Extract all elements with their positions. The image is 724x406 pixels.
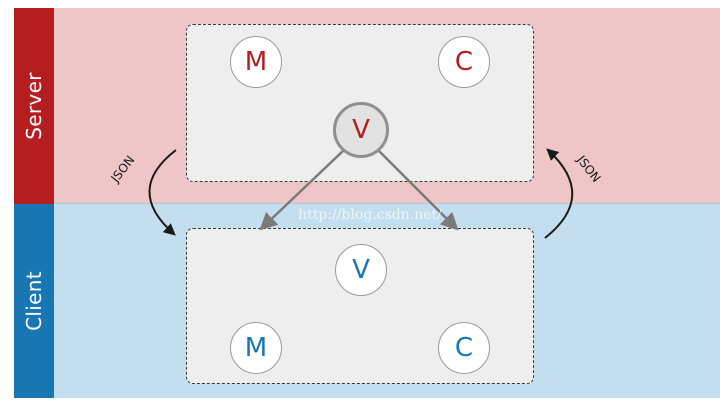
view-to-client-controller-arrow: [377, 149, 459, 231]
server-label-bar: Server: [14, 8, 54, 204]
watermark: http://blog.csdn.net/: [298, 207, 442, 223]
server-model-node: M: [230, 36, 282, 88]
server-view-node: V: [333, 102, 389, 158]
json-left-arrow: [148, 149, 177, 236]
band-divider: [54, 203, 720, 204]
client-controller-node: C: [438, 322, 490, 374]
client-view-node: V: [335, 244, 387, 296]
server-controller-node: C: [438, 36, 490, 88]
json-right-arrow: [544, 148, 574, 239]
view-to-client-model-arrow: [259, 149, 345, 231]
client-model-node: M: [230, 322, 282, 374]
client-label-bar: Client: [14, 204, 54, 398]
